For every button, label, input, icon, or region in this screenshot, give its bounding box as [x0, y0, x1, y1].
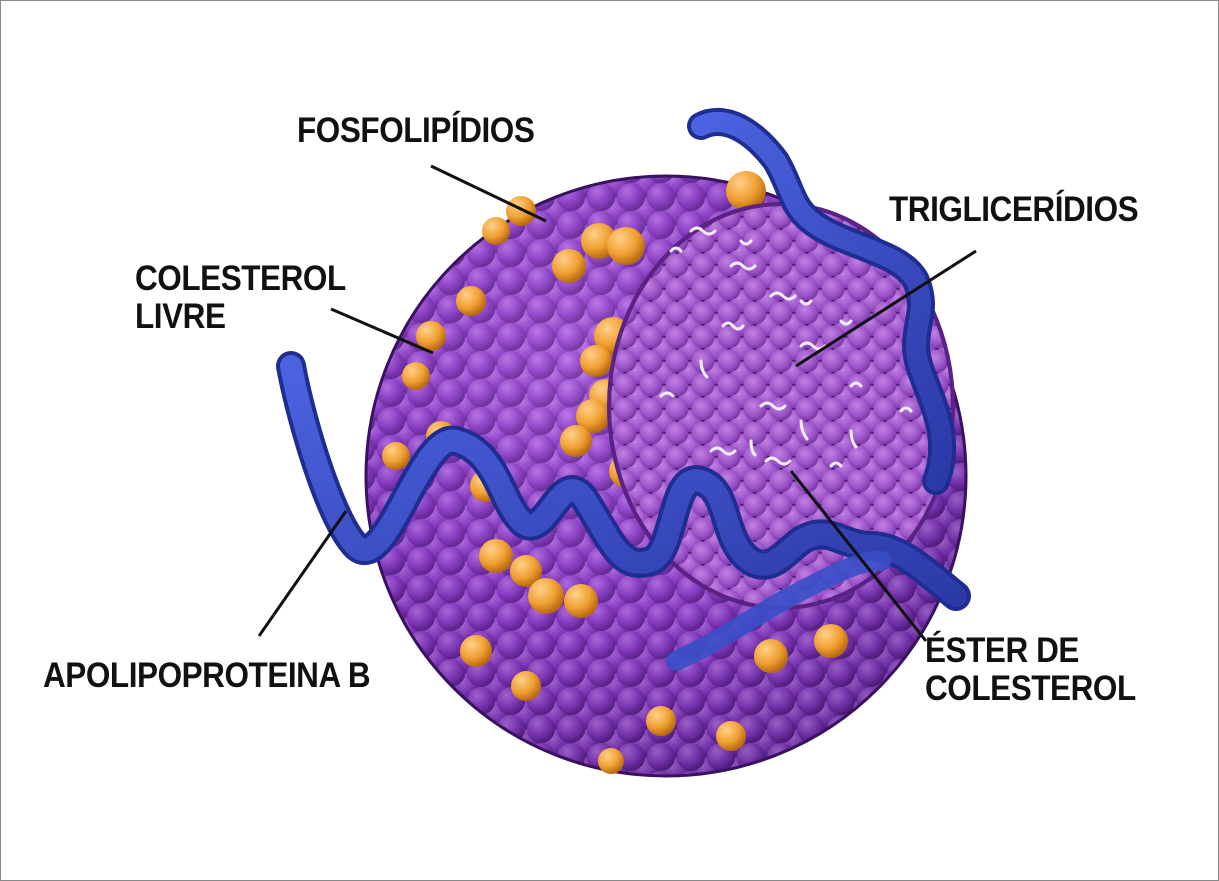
label-ester-de-colesterol: ÉSTER DE COLESTEROL [925, 632, 1136, 708]
label-colesterol-livre-line-2: LIVRE [135, 298, 346, 336]
label-ester-line-1: ÉSTER DE [925, 632, 1136, 670]
label-colesterol-livre: COLESTEROL LIVRE [135, 260, 346, 336]
leader-line-apolipoproteina-b [259, 511, 346, 636]
label-fosfolipidios: FOSFOLIPÍDIOS [297, 112, 534, 150]
leader-line-fosfolipidios [431, 166, 546, 221]
label-trigliceridios: TRIGLICERÍDIOS [889, 191, 1138, 229]
label-colesterol-livre-line-1: COLESTEROL [135, 260, 346, 298]
label-apolipoproteina-b: APOLIPOPROTEINA B [43, 657, 370, 695]
label-ester-line-2: COLESTEROL [925, 670, 1136, 708]
